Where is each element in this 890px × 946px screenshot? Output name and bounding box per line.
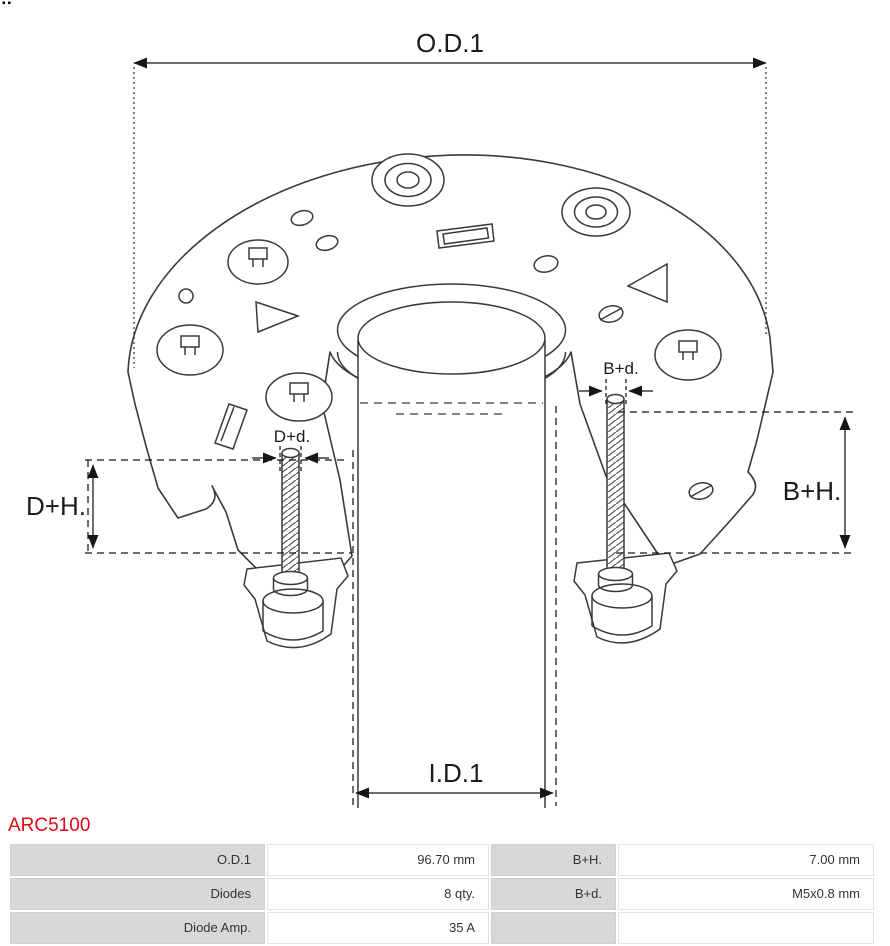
part-code: ARC5100 xyxy=(8,815,91,836)
spec-row: O.D.1 96.70 mm B+H. 7.00 mm xyxy=(10,844,874,876)
spec-value-cell xyxy=(618,912,874,944)
stamped-arrow-marks xyxy=(255,262,668,334)
diode-mounts xyxy=(156,239,722,422)
corner-marks-glyph: ▪▪ xyxy=(2,0,14,9)
dim-dd: D+d. xyxy=(252,427,329,472)
spec-value-cell: 8 qty. xyxy=(267,878,489,910)
spec-label-cell: B+H. xyxy=(491,844,616,876)
od1-dimension-label: O.D.1 xyxy=(416,28,484,58)
bh-dimension-label: B+H. xyxy=(783,476,842,506)
plate-details xyxy=(156,153,722,500)
id1-dimension-label: I.D.1 xyxy=(429,758,484,788)
spec-value-cell: 35 A xyxy=(267,912,489,944)
corner-marks-icon: ▪▪ xyxy=(2,0,13,9)
dimension-annotations: O.D.1 I.D.1 D+H. B+H. xyxy=(26,28,854,806)
mount-boss-right xyxy=(561,187,631,237)
rectifier-technical-drawing: O.D.1 I.D.1 D+H. B+H. xyxy=(26,28,854,808)
left-foot xyxy=(243,557,349,649)
dim-od1: O.D.1 xyxy=(133,28,767,368)
top-slot xyxy=(436,223,495,249)
spec-label-cell xyxy=(491,912,616,944)
dd-dimension-label: D+d. xyxy=(274,427,310,446)
spec-table: O.D.1 96.70 mm B+H. 7.00 mm Diodes 8 qty… xyxy=(8,842,876,946)
dim-bh: B+H. xyxy=(616,411,854,554)
spec-row: Diode Amp. 35 A xyxy=(10,912,874,944)
spec-label-cell: O.D.1 xyxy=(10,844,265,876)
bd-dimension-label: B+d. xyxy=(603,359,638,378)
plate-holes xyxy=(178,209,714,500)
dim-dh: D+H. xyxy=(26,459,352,554)
spec-row: Diodes 8 qty. B+d. M5x0.8 mm xyxy=(10,878,874,910)
center-bore-tube xyxy=(336,283,567,808)
spec-label-cell: B+d. xyxy=(491,878,616,910)
spec-label-cell: Diode Amp. xyxy=(10,912,265,944)
left-stud xyxy=(272,447,309,597)
mount-boss-left xyxy=(371,153,445,207)
spec-value-cell: M5x0.8 mm xyxy=(618,878,874,910)
terminal-studs xyxy=(272,393,634,597)
spec-label-cell: Diodes xyxy=(10,878,265,910)
right-stud xyxy=(597,393,634,593)
right-foot xyxy=(573,552,678,644)
dim-id1: I.D.1 xyxy=(352,406,557,806)
spec-value-cell: 7.00 mm xyxy=(618,844,874,876)
left-slot xyxy=(214,403,248,450)
dh-dimension-label: D+H. xyxy=(26,491,86,521)
dim-bd: B+d. xyxy=(579,359,653,404)
spec-value-cell: 96.70 mm xyxy=(267,844,489,876)
